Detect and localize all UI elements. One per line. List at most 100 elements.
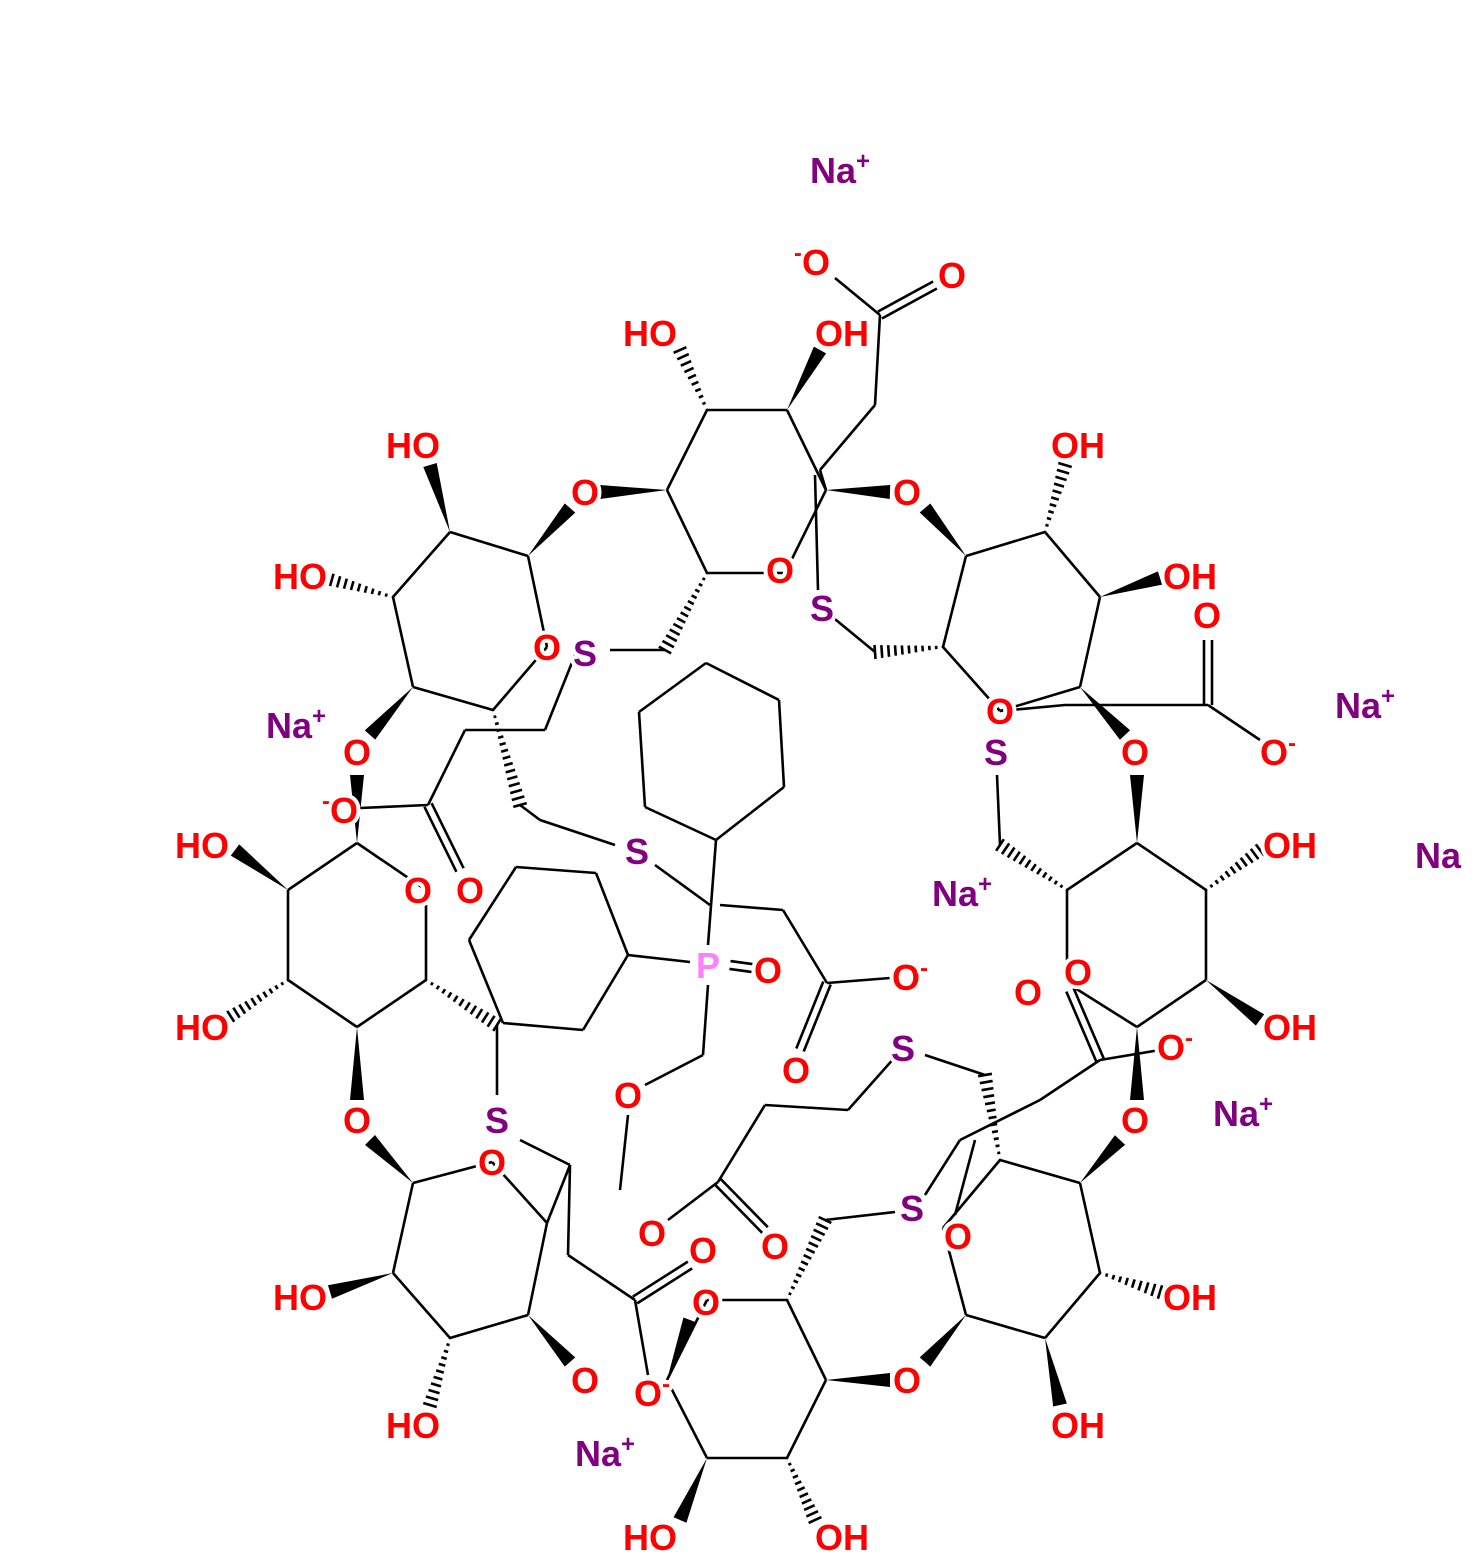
atom-label-o: O (761, 1226, 789, 1267)
bond (999, 703, 1066, 713)
atom-label-oh: OH (815, 313, 869, 354)
atom-label-o: O (571, 472, 599, 513)
charge-superscript: + (1381, 683, 1395, 710)
atom-label-o: O (571, 1360, 599, 1401)
bond (1099, 1048, 1161, 1062)
bond (654, 863, 711, 907)
charge-superscript: + (1259, 1091, 1273, 1118)
bond (449, 530, 529, 558)
bond (594, 872, 630, 956)
atom-label-o: O (1121, 1100, 1149, 1141)
atom-label-oh: OH (1051, 425, 1105, 466)
wedge-bond (528, 503, 576, 556)
bond (923, 1139, 962, 1196)
hashed-bond (785, 1456, 822, 1525)
bond (924, 1053, 986, 1077)
atom-label-na: Na+ (1335, 683, 1395, 726)
bond (701, 984, 710, 1056)
double-bond (714, 1183, 764, 1234)
bond (1066, 841, 1138, 892)
bond (356, 841, 427, 892)
atom-label-o: O- (1157, 1025, 1193, 1068)
bond (581, 954, 630, 1031)
atom-label-oh: OH (1163, 1277, 1217, 1318)
bond (426, 729, 467, 806)
wedge-bond (826, 1373, 890, 1387)
double-bond (636, 1267, 693, 1305)
bond (449, 1313, 529, 1340)
atom-label-o: O (692, 1282, 720, 1323)
bond (959, 1098, 1041, 1142)
bond (1136, 841, 1207, 892)
hashed-bond (321, 570, 395, 599)
atom-label-oh: OH (1163, 556, 1217, 597)
hashed-bond (873, 644, 945, 660)
hashed-bond (422, 1336, 452, 1409)
double-bond (802, 984, 832, 1052)
wedge-bond (1130, 775, 1144, 843)
bond (519, 803, 541, 822)
bond (543, 654, 577, 731)
bond (638, 661, 707, 714)
bond (847, 1047, 904, 1111)
bond (566, 1164, 572, 1256)
bond (618, 1114, 630, 1191)
atom-label-ho: HO (175, 825, 229, 866)
bond (627, 953, 691, 964)
atom-label-o: O (986, 691, 1014, 732)
wedge-bond (826, 485, 891, 499)
wedge-bond (1080, 1135, 1126, 1183)
bond (637, 711, 647, 808)
wedge-bond (350, 775, 364, 843)
bond (824, 1210, 896, 1222)
bond (818, 469, 828, 491)
bond (665, 489, 709, 574)
bond (519, 1138, 571, 1167)
bond (942, 646, 1001, 712)
wedge-bond (1206, 980, 1265, 1026)
charge-superscript: + (621, 1431, 635, 1458)
bond (965, 1313, 1046, 1340)
wedge-bond (230, 844, 288, 890)
atom-label-s: S (900, 1188, 924, 1229)
atom-label-o: -O (322, 788, 358, 831)
wedge-bond (1130, 1027, 1144, 1100)
bond (1044, 531, 1101, 598)
bond (1136, 978, 1207, 1029)
charge-superscript: - (920, 955, 928, 982)
bond (391, 596, 415, 688)
wedge-bond (667, 1317, 697, 1380)
bond (412, 1160, 493, 1185)
bond (1066, 981, 1138, 1029)
bond (539, 818, 616, 847)
bond (392, 531, 451, 598)
charge-superscript: + (856, 148, 870, 175)
bond (719, 903, 784, 912)
atom-label-o: O (638, 1213, 666, 1254)
atom-label-o: O (938, 255, 966, 296)
bond (502, 1021, 584, 1032)
bond (705, 661, 780, 702)
bond (356, 978, 427, 1029)
wedge-bond (364, 687, 413, 740)
bond (716, 1104, 767, 1183)
bond (953, 1139, 977, 1216)
atom-label-ho: HO (623, 1517, 677, 1558)
atom-label-s: S (810, 588, 834, 629)
bond (467, 939, 505, 1024)
bond (567, 1253, 636, 1302)
double-bond (719, 1178, 769, 1229)
charge-superscript: + (312, 703, 326, 730)
bond (392, 1272, 451, 1339)
atom-label-oh: OH (1263, 825, 1317, 866)
atom-label-o: O- (634, 1371, 670, 1414)
wedge-bond (673, 1458, 707, 1523)
atom-label-oh: OH (815, 1517, 869, 1558)
bond (942, 1159, 1001, 1229)
bond (467, 866, 518, 941)
bond (834, 276, 881, 317)
bond (665, 409, 709, 491)
bond (545, 1164, 572, 1224)
charge-superscript: + (978, 871, 992, 898)
